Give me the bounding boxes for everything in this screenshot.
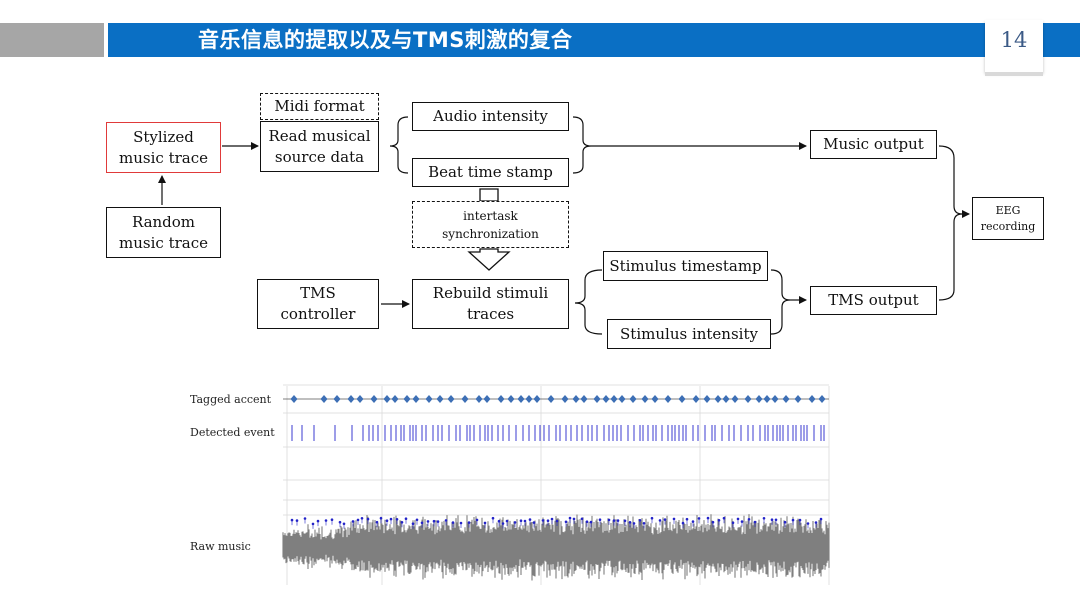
tagged-accent-marker xyxy=(818,395,826,403)
tagged-accent-marker xyxy=(651,395,659,403)
rebuild-stimuli-box: Rebuild stimuli traces xyxy=(412,279,569,329)
tagged-accent-marker xyxy=(403,395,411,403)
stimulus-timestamp-box: Stimulus timestamp xyxy=(603,251,768,281)
tagged-accent-marker xyxy=(370,395,378,403)
tagged-accent-marker xyxy=(664,395,672,403)
sync-arrow-bottom xyxy=(467,248,511,271)
slide-title: 音乐信息的提取以及与TMS刺激的复合 xyxy=(198,28,573,52)
tagged-accent-marker xyxy=(436,395,444,403)
tagged-accent-marker xyxy=(794,395,802,403)
tagged-accent-marker xyxy=(383,395,391,403)
detected-event-label: Detected event xyxy=(190,426,275,439)
tagged-accent-marker xyxy=(602,395,610,403)
eeg-recording-box: EEG recording xyxy=(972,197,1044,240)
tagged-accent-marker xyxy=(333,395,341,403)
tagged-accent-marker xyxy=(447,395,455,403)
tagged-accent-marker xyxy=(755,395,763,403)
audio-intensity-box: Audio intensity xyxy=(412,102,569,131)
raw-music-label: Raw music xyxy=(190,540,251,553)
tagged-accent-marker xyxy=(507,395,515,403)
tagged-accent-marker xyxy=(290,395,298,403)
read-musical-source-box: Read musical source data xyxy=(260,121,379,172)
tagged-accent-marker xyxy=(629,395,637,403)
tagged-accent-marker xyxy=(356,395,364,403)
tagged-accent-marker xyxy=(722,395,730,403)
tagged-accent-marker xyxy=(580,395,588,403)
tagged-accent-marker xyxy=(425,395,433,403)
tagged-accent-marker xyxy=(517,395,525,403)
tagged-accent-marker xyxy=(525,395,533,403)
tagged-accent-marker xyxy=(391,395,399,403)
tagged-accent-label: Tagged accent xyxy=(190,393,272,406)
tagged-accent-marker xyxy=(610,395,618,403)
tagged-accent-marker xyxy=(483,395,491,403)
tagged-accent-marker xyxy=(497,395,505,403)
tagged-accent-marker xyxy=(692,395,700,403)
tagged-accent-marker xyxy=(461,395,469,403)
tagged-accent-marker xyxy=(572,395,580,403)
tagged-accent-marker xyxy=(763,395,771,403)
tagged-accent-marker xyxy=(714,395,722,403)
tagged-accent-marker xyxy=(618,395,626,403)
beat-time-stamp-box: Beat time stamp xyxy=(412,158,569,187)
header-gray-bar xyxy=(0,23,104,57)
tagged-accent-marker xyxy=(593,395,601,403)
music-output-box: Music output xyxy=(810,130,937,159)
tagged-accent-marker xyxy=(744,395,752,403)
tagged-accent-marker xyxy=(412,395,420,403)
tms-controller-box: TMS controller xyxy=(257,279,379,329)
header-blue-bar xyxy=(108,23,1080,57)
tagged-accent-marker xyxy=(547,395,555,403)
tagged-accent-marker xyxy=(641,395,649,403)
tagged-accent-marker xyxy=(808,395,816,403)
tagged-accent-marker xyxy=(731,395,739,403)
tagged-accent-marker xyxy=(703,395,711,403)
random-music-trace-box: Random music trace xyxy=(106,207,221,258)
intertask-sync-box: intertask synchronization xyxy=(412,201,569,248)
page-number-tab xyxy=(985,20,1043,72)
tagged-accent-marker xyxy=(320,395,328,403)
midi-format-box: Midi format xyxy=(260,93,379,120)
stylized-music-trace-box: Stylized music trace xyxy=(106,122,221,173)
tagged-accent-marker xyxy=(475,395,483,403)
brace-read-outputs xyxy=(389,116,409,174)
page-number: 14 xyxy=(1000,28,1028,52)
tagged-accent-marker xyxy=(561,395,569,403)
tagged-accent-marker xyxy=(533,395,541,403)
raw-music-waveform xyxy=(282,514,830,581)
tagged-accent-marker xyxy=(678,395,686,403)
tagged-accent-marker xyxy=(347,395,355,403)
tms-output-box: TMS output xyxy=(810,286,937,315)
stimulus-intensity-box: Stimulus intensity xyxy=(607,319,771,349)
tagged-accent-marker xyxy=(771,395,779,403)
page-number-tab-shadow xyxy=(985,72,1043,76)
brace-stimulus-outputs xyxy=(574,269,603,335)
tagged-accent-marker xyxy=(782,395,790,403)
